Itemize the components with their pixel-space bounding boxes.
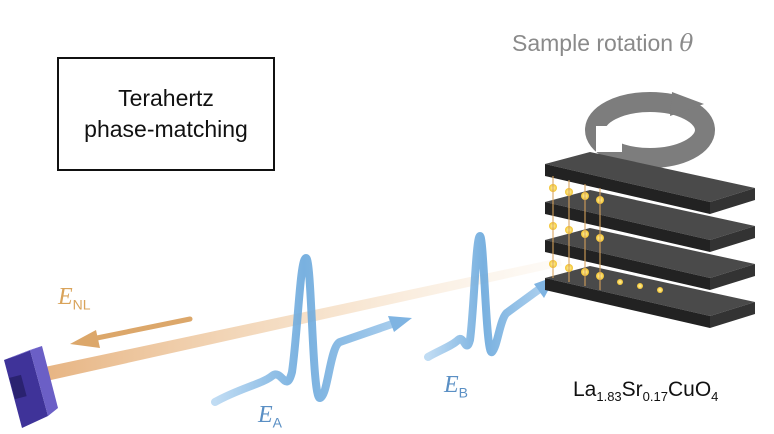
pulse-a [211,253,412,406]
ea-subscript: A [272,414,283,431]
formula-sr: Sr [621,378,643,401]
detector-icon [4,346,58,428]
theta-symbol: θ [679,31,694,57]
enl-label: ENL [58,284,91,312]
eb-symbol: E [444,372,459,398]
enl-subscript: NL [72,296,91,313]
enl-arrow [70,316,193,348]
ea-symbol: E [258,402,273,428]
formula-la: La [573,378,597,401]
sample-stack [545,152,755,328]
formula-cuo-sub: 4 [711,389,719,405]
terahertz-phase-matching-box: Terahertz phase-matching [57,57,275,171]
eb-subscript: B [458,384,469,401]
eb-label: EB [444,372,468,400]
box-line-2: phase-matching [84,116,248,142]
formula-cuo: CuO [667,378,712,401]
formula-sr-sub: 0.17 [642,389,668,405]
material-formula: La1.83Sr0.17CuO4 [573,378,718,404]
formula-la-sub: 1.83 [596,389,622,405]
rotation-label: Sample rotation θ [512,30,693,57]
pulse-b [424,231,556,361]
rotation-text: Sample rotation [512,30,680,56]
ea-label: EA [258,402,282,430]
rotation-arrow-icon [585,92,715,168]
enl-symbol: E [58,284,73,310]
box-line-1: Terahertz [118,85,214,111]
